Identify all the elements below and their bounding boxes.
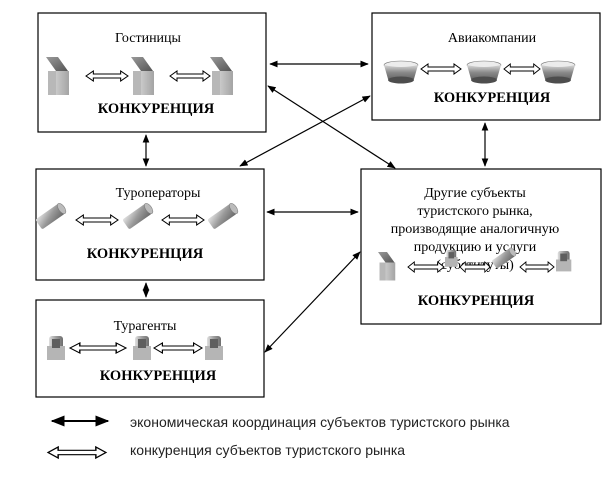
other-subjects-title-line: туристского рынка, xyxy=(417,204,532,219)
other-subjects-competition: КОНКУРЕНЦИЯ xyxy=(418,293,535,309)
computer-monitor-icon xyxy=(445,250,458,267)
tour-operators-competition: КОНКУРЕНЦИЯ xyxy=(87,246,204,262)
coordination-arrow xyxy=(264,251,361,353)
travel-agents-box: Турагенты КОНКУРЕНЦИЯ xyxy=(35,299,265,398)
other-subjects-title-line: продукцию и услуги xyxy=(414,240,537,255)
airlines-title: Авиакомпании xyxy=(448,31,537,46)
legend-coordination-label: экономическая координация субъектов тури… xyxy=(130,414,510,430)
other-subjects-title-line: производящие аналогичную xyxy=(391,222,559,237)
legend: экономическая координация субъектов тури… xyxy=(47,414,510,459)
hotels-title: Гостиницы xyxy=(115,31,182,46)
airplane-engine-icon xyxy=(540,60,576,84)
airplane-engine-icon xyxy=(383,60,419,84)
other-subjects-title-line: Другие субъекты xyxy=(424,186,526,201)
computer-monitor-icon xyxy=(556,251,572,272)
airlines-box: Авиакомпании КОНКУРЕНЦИЯ xyxy=(371,12,601,121)
legend-competition-arrow xyxy=(47,446,107,459)
tour-operators-box: Туроператоры КОНКУРЕНЦИЯ xyxy=(35,168,265,281)
computer-monitor-icon xyxy=(133,336,151,360)
travel-agents-title: Турагенты xyxy=(114,319,177,334)
coordination-arrows xyxy=(142,60,489,353)
airlines-competition: КОНКУРЕНЦИЯ xyxy=(434,90,551,106)
computer-monitor-icon xyxy=(47,336,65,360)
computer-monitor-icon xyxy=(205,336,223,360)
tour-operators-title: Туроператоры xyxy=(116,186,201,201)
hotels-box: Гостиницы КОНКУРЕНЦИЯ xyxy=(37,12,267,133)
legend-competition-label: конкуренция субъектов туристского рынка xyxy=(130,442,405,458)
coordination-arrow xyxy=(239,95,371,167)
hotels-competition: КОНКУРЕНЦИЯ xyxy=(98,101,215,117)
airplane-engine-icon xyxy=(466,60,502,84)
other-subjects-box: Другие субъекты туристского рынка, произ… xyxy=(360,168,602,325)
travel-agents-competition: КОНКУРЕНЦИЯ xyxy=(100,368,217,384)
